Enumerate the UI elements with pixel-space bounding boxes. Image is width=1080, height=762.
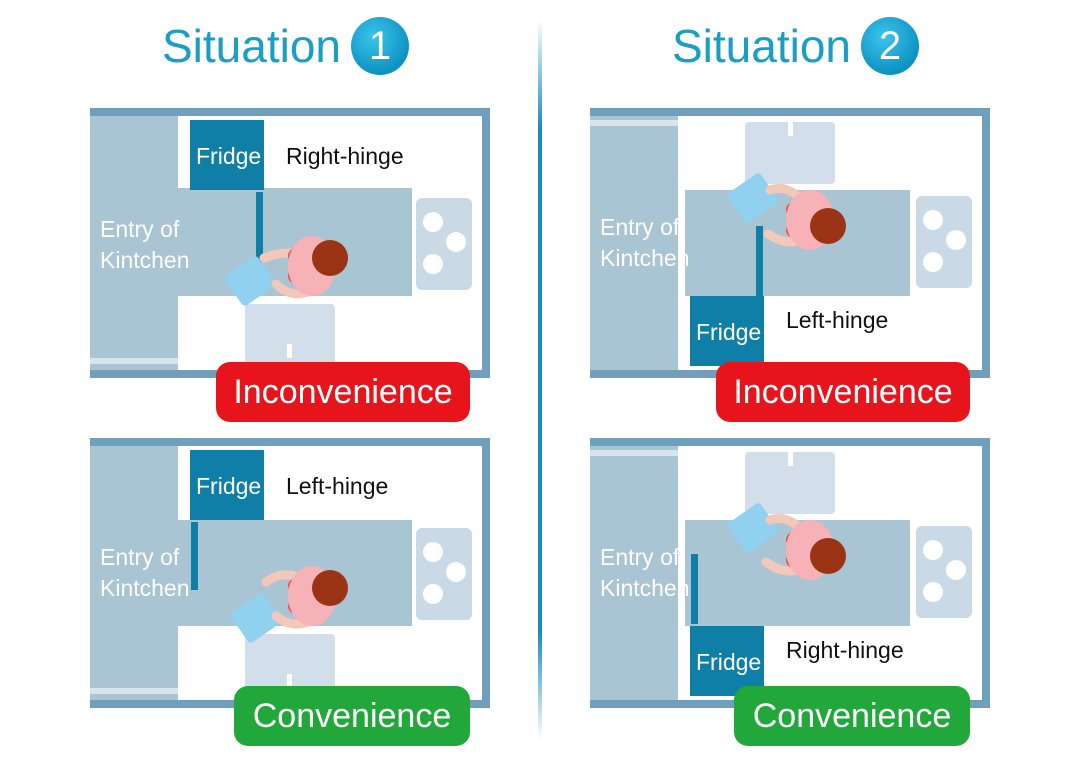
verdict-badge-2: Convenience	[234, 686, 470, 746]
panel-situation-1-left-hinge: Fridge Left-hinge Entry of Kintchen	[90, 438, 490, 708]
fridge-door	[191, 522, 198, 590]
tray	[230, 593, 282, 643]
kitchen-plan-3	[590, 108, 990, 378]
situation-1-title: Situation 1	[162, 14, 410, 78]
entry-label-line-1: Entry of	[600, 544, 680, 570]
hinge-label: Left-hinge	[786, 307, 889, 333]
panel-situation-2-left-hinge: Fridge Left-hinge Entry of Kintchen	[590, 108, 990, 378]
situation-1-label: Situation	[162, 20, 342, 72]
panel-situation-1-right-hinge: Fridge Right-hinge Entry of Kintchen	[90, 108, 490, 378]
center-divider	[538, 20, 542, 740]
situation-2-title: Situation 2	[672, 14, 920, 78]
entry-label-line-1: Entry of	[100, 544, 180, 570]
kitchen-entry-floor	[90, 446, 178, 700]
fridge-label: Fridge	[196, 143, 262, 169]
tray	[224, 256, 276, 306]
fridge	[190, 450, 264, 520]
fridge-label: Fridge	[696, 649, 762, 675]
situation-1-number-badge: 1	[351, 17, 410, 75]
table	[245, 634, 335, 696]
kitchen-entry-floor	[590, 446, 678, 700]
entry-label-line-1: Entry of	[600, 214, 680, 240]
fridge	[690, 296, 764, 366]
fridge-door	[691, 554, 698, 624]
situation-2-label: Situation	[672, 20, 852, 72]
hinge-label: Left-hinge	[286, 473, 389, 499]
fridge-label: Fridge	[196, 473, 262, 499]
table	[745, 452, 835, 514]
verdict-badge-4: Convenience	[734, 686, 970, 746]
situation-2-number-badge: 2	[861, 17, 920, 75]
verdict-badge-3: Inconvenience	[716, 362, 970, 422]
table	[245, 304, 335, 366]
table	[745, 122, 835, 184]
panel-situation-2-right-hinge: Fridge Right-hinge Entry of Kintchen	[590, 438, 990, 708]
entry-label-line-2: Kintchen	[100, 575, 190, 601]
entry-label-line-2: Kintchen	[600, 245, 690, 271]
hinge-label: Right-hinge	[786, 637, 904, 663]
fridge	[690, 626, 764, 696]
entry-label-line-1: Entry of	[100, 216, 180, 242]
tray	[727, 503, 779, 553]
kitchen-entry-floor	[90, 116, 178, 370]
kitchen-entry-floor	[590, 116, 678, 370]
fridge	[190, 120, 264, 190]
kitchen-plan-2	[90, 438, 490, 708]
kitchen-plan-1	[90, 108, 490, 378]
fridge-label: Fridge	[696, 319, 762, 345]
fridge-door	[256, 192, 263, 262]
hinge-label: Right-hinge	[286, 143, 404, 169]
tray	[727, 173, 779, 223]
entry-label-line-2: Kintchen	[600, 575, 690, 601]
verdict-badge-1: Inconvenience	[216, 362, 470, 422]
fridge-door	[756, 226, 763, 296]
entry-label-line-2: Kintchen	[100, 247, 190, 273]
kitchen-plan-4	[590, 438, 990, 708]
